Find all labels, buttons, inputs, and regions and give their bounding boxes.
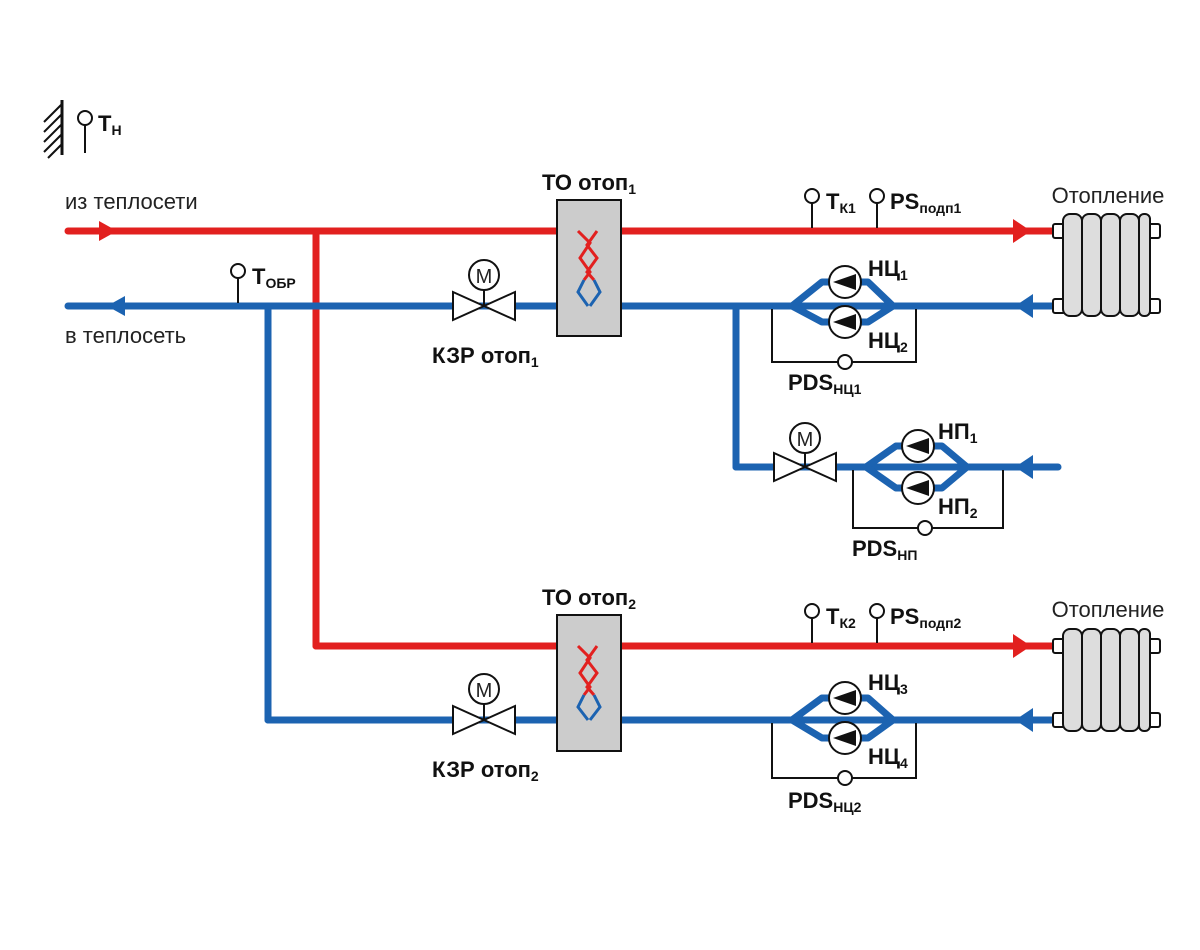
flow-arrow-icon [1015,455,1033,479]
svg-text:M: M [797,429,814,451]
flow-arrow-icon [1015,708,1033,732]
nc1-label: НЦ1 [868,256,908,283]
ps-feed2-label: PSподп2 [890,604,962,631]
nc2-label: НЦ2 [868,328,908,355]
heating1-sensors: TК1 PSподп1 [804,188,962,228]
wall-hatch-icon [43,100,64,159]
supply-pipes [64,219,1062,658]
gate-valve-icon [452,290,487,322]
pressure-switch-icon [837,770,853,786]
radiator-1: Отопление [1052,183,1165,317]
circulation-pump-icon [901,429,935,463]
kzr1-label: КЗР отоп1 [432,343,539,370]
kzr2-label: КЗР отоп2 [432,757,539,784]
return-temp-sensor: TОБР [230,263,296,303]
np1-label: НП1 [938,419,978,446]
flow-arrow-icon [1013,634,1031,658]
flow-arrow-icon [1015,294,1033,318]
to1-label: ТО отоп1 [542,170,636,197]
radiator-icon [1062,628,1151,732]
pressure-switch-icon [837,354,853,370]
valve-kzr2: M КЗР отоп2 [432,673,539,784]
circulation-pump-icon [901,471,935,505]
nc3-label: НЦ3 [868,670,908,697]
t-outdoor-label: TН [98,111,122,138]
pressure-sensor-icon [869,603,885,619]
circulation-pump-icon [828,721,862,755]
circulation-pump-icon [828,681,862,715]
pump-group-1: НЦ1 НЦ2 PDSНЦ1 [771,256,917,397]
pressure-sensor-icon [869,188,885,204]
flow-arrow-icon [1013,219,1031,243]
motor-actuator-icon [468,673,500,705]
circulation-pump-icon [828,305,862,339]
temperature-sensor-icon [804,603,820,619]
heating1-label: Отопление [1052,183,1165,208]
outdoor-temp-sensor: TН [43,100,122,159]
temperature-sensor-icon [230,263,246,279]
circulation-pump-icon [828,265,862,299]
valve-makeup: M [773,422,837,483]
flow-arrow-icon [107,296,125,316]
t-k1-label: TК1 [826,189,856,216]
np2-label: НП2 [938,494,978,521]
temperature-sensor-icon [77,110,93,153]
pds-np-label: PDSНП [852,536,917,563]
ps-feed1-label: PSподп1 [890,189,962,216]
from-network-label: из теплосети [65,189,198,214]
pump-group-makeup: НП1 НП2 PDSНП [852,419,1004,563]
t-return-label: TОБР [252,264,296,291]
to2-label: ТО отоп2 [542,585,636,612]
motor-actuator-icon [468,259,500,291]
t-k2-label: TК2 [826,604,856,631]
svg-text:M: M [476,680,493,702]
pds-nc1-label: PDSНЦ1 [788,370,862,397]
pds-nc2-label: PDSНЦ2 [788,788,862,815]
radiator-icon [1062,213,1151,317]
pump-group-2: НЦ3 НЦ4 PDSНЦ2 [771,670,917,815]
nc4-label: НЦ4 [868,744,908,771]
gate-valve-icon [452,704,487,736]
heat-exchanger-1: ТО отоп1 [542,170,636,337]
valve-kzr1: M КЗР отоп1 [432,259,539,370]
radiator-2: Отопление [1052,597,1165,732]
flow-arrow-icon [99,221,117,241]
heating2-label: Отопление [1052,597,1165,622]
gate-valve-icon [773,451,808,483]
heating2-sensors: TК2 PSподп2 [804,603,962,643]
temperature-sensor-icon [804,188,820,204]
motor-actuator-icon [789,422,821,454]
svg-text:M: M [476,266,493,288]
to-network-label: в теплосеть [65,323,186,348]
heat-exchanger-2: ТО отоп2 [542,585,636,752]
pressure-switch-icon [917,520,933,536]
